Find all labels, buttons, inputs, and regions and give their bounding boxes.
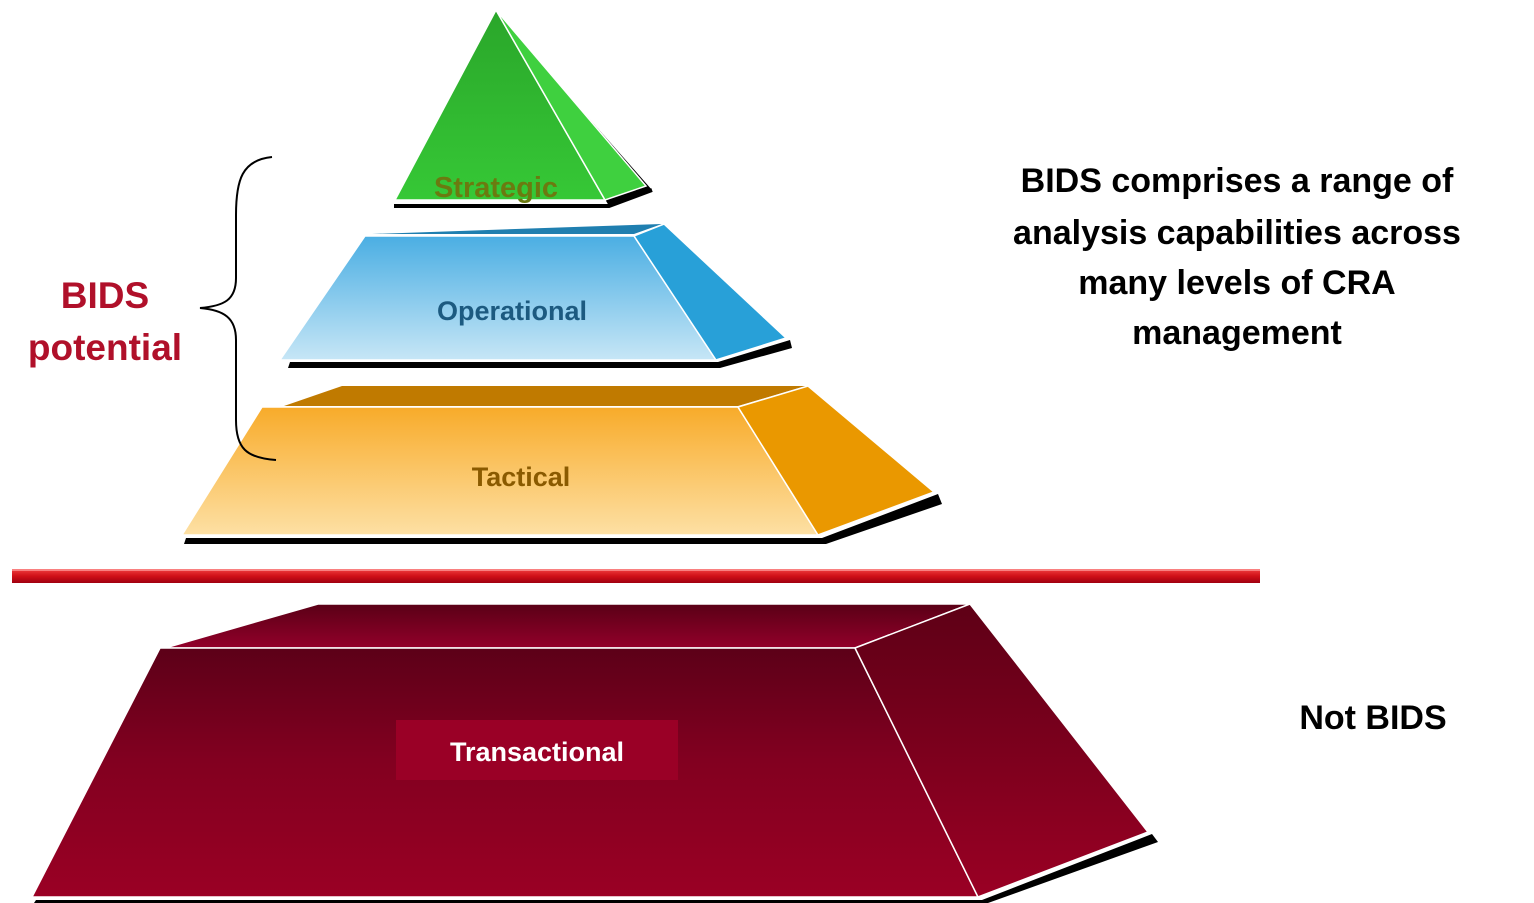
transactional-label: Transactional <box>450 737 624 767</box>
operational-label: Operational <box>437 296 587 326</box>
transactional-level: Transactional <box>30 603 1158 903</box>
strategic-shadow-edge <box>394 188 653 208</box>
tactical-top-face <box>284 386 806 406</box>
bids-potential-label-line1: BIDS <box>61 275 149 316</box>
strategic-level: Strategic <box>393 8 653 208</box>
description-line1: BIDS comprises a range of <box>1021 162 1454 200</box>
transactional-top-face <box>164 603 971 649</box>
operational-top-face <box>372 224 662 234</box>
bids-potential-brace <box>199 156 277 461</box>
description-line3: many levels of CRA <box>1078 264 1395 302</box>
description-line2: analysis capabilities across <box>1013 214 1461 252</box>
tactical-level: Tactical <box>180 385 942 544</box>
operational-level: Operational <box>278 223 792 368</box>
tactical-side-face <box>736 385 936 536</box>
tactical-shadow <box>184 494 942 544</box>
description-line4: management <box>1132 314 1342 352</box>
operational-side-face <box>632 223 788 361</box>
bids-potential-label-line2: potential <box>28 327 182 368</box>
strategic-side-face <box>495 9 648 201</box>
strategic-label: Strategic <box>434 172 558 204</box>
not-bids-label: Not BIDS <box>1299 699 1446 737</box>
bids-divider-bar <box>12 569 1260 583</box>
tactical-label: Tactical <box>472 462 571 492</box>
transactional-side-face <box>853 603 1150 898</box>
bids-divider-highlight <box>12 569 1260 571</box>
operational-shadow <box>288 340 792 368</box>
transactional-label-box <box>396 720 678 780</box>
